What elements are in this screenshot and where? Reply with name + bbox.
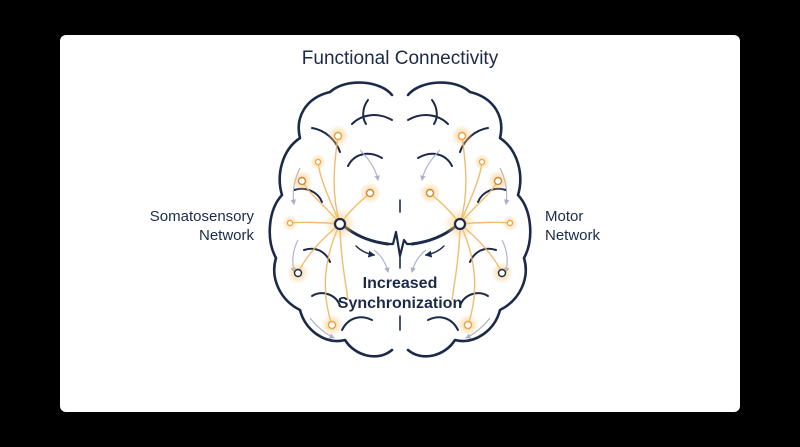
node (457, 314, 479, 336)
node (419, 182, 441, 204)
center-label-line2: Synchronization (337, 295, 463, 312)
node (282, 215, 298, 231)
node (287, 262, 309, 284)
synchronization-link (342, 224, 458, 258)
hub-node-right (444, 208, 476, 240)
node (474, 154, 490, 170)
node (310, 154, 326, 170)
motor-label-line2: Network (545, 227, 601, 244)
motor-label-line1: Motor (545, 208, 584, 225)
somatosensory-network-label: Somatosensory Network (150, 207, 254, 245)
increased-synchronization-label: Increased Synchronization (300, 274, 500, 314)
node (291, 170, 313, 192)
node (491, 262, 513, 284)
center-label-line1: Increased (362, 275, 438, 292)
node (327, 125, 349, 147)
node (359, 182, 381, 204)
node (451, 125, 473, 147)
motor-network-label: Motor Network (545, 207, 600, 245)
somatosensory-label-line1: Somatosensory (149, 208, 254, 225)
diagram-title: Functional Connectivity (301, 48, 499, 69)
somatosensory-label-line2: Network (198, 227, 254, 244)
motor-nodes (419, 125, 518, 336)
node (502, 215, 518, 231)
node (487, 170, 509, 192)
hub-node-left (324, 208, 356, 240)
somatosensory-nodes (282, 125, 381, 336)
diagram-card (60, 35, 740, 412)
node (321, 314, 343, 336)
